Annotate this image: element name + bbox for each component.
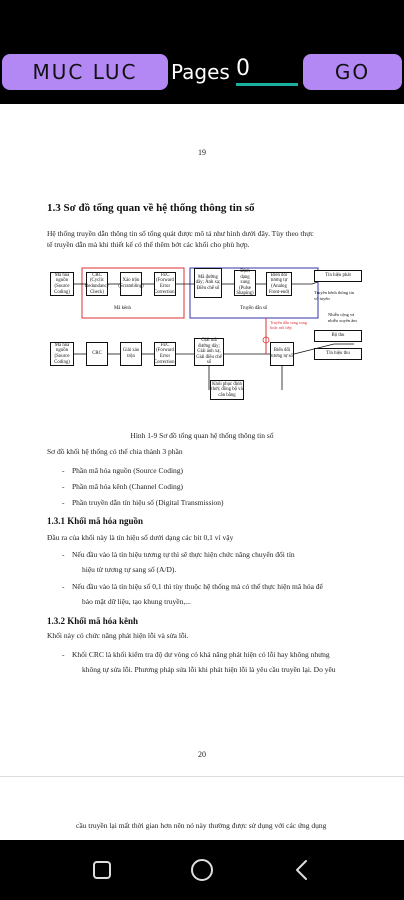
list-item-text: Phần mã hóa kênh (Channel Coding) [72,482,184,491]
rx-descrambling-block: Giải xáo trộn [120,342,142,366]
paragraph-line: Hệ thống truyền dẫn thông tin số tổng qu… [47,229,314,238]
status-bar [0,0,404,46]
recent-apps-icon[interactable] [88,856,116,884]
list-item: - Phần truyền dẫn tín hiệu số (Digital T… [62,498,224,507]
tx-modulation-block: Mã đường dây; Ánh xạ; Điều chế số [194,268,222,298]
list-item-text: Phần mã hóa nguồn (Source Coding) [72,466,184,475]
table-of-contents-button[interactable]: MUC LUC [2,54,168,90]
digital-transmission-label: Truyền dẫn số [240,306,268,311]
paragraph-line: Sơ đồ khối hệ thống có thể chia thành 3 … [47,447,183,456]
list-item: - Phần mã hóa nguồn (Source Coding) [62,466,184,475]
paragraph-line: hiệu từ tương tự sang số (A/D). [82,565,177,574]
channel-label: Truyền kênh thông tin vô tuyến [314,290,354,301]
channel-coding-label: Mã kênh [114,306,131,311]
subsection-title: 1.3.2 Khối mã hóa kênh [47,616,139,626]
paragraph-line: không tự sửa lỗi. Phương pháp sửa lỗi kh… [82,665,336,674]
rx-sync-block: Khôi phục định thời; đồng bộ và cân bằng [210,380,244,400]
page-input-underline [236,83,298,86]
paragraph-line: bảo mật dữ liệu, tạo khung truyền,... [82,597,191,606]
list-item: - Phần mã hóa kênh (Channel Coding) [62,482,184,491]
tx-analog-block: Biến đổi tương tự (Analog Front-end) [266,272,292,296]
list-item-text: Nếu đầu vào là tín hiệu tương tự thì sẽ … [72,550,295,559]
system-block-diagram: Mã hóa nguồn (Source Coding) CRC (Cyclic… [44,254,368,418]
subsection-title: 1.3.1 Khối mã hóa nguồn [47,516,144,526]
list-item-text: Nếu đầu vào là tín hiệu số 0,1 thì tùy t… [72,582,323,591]
rx-crc-block: CRC [86,342,108,366]
transmission-note: Truyền dẫn song song hoặc nối tiếp [270,320,307,330]
paragraph-line: Khối này có chức năng phát hiện lỗi và s… [47,631,189,640]
pages-label: Pages [171,60,230,84]
tx-fec-block: FEC (Forward Error Correction) [153,272,177,296]
receive-signal-block: Tín hiệu thu [314,348,362,360]
tx-scrambling-block: Xáo trộn (Scrambling) [118,272,144,296]
tx-crc-block: CRC (Cyclic Redundancy Check) [85,272,109,296]
transmit-signal-block: Tín hiệu phát [314,270,362,282]
page-number-value: 0 [236,56,250,81]
back-icon[interactable] [288,856,316,884]
list-item: - Khối CRC là khối kiểm tra độ dư vòng c… [62,650,330,659]
document-view[interactable]: 19 1.3 Sơ đồ tổng quan về hệ thống thông… [0,104,404,840]
paragraph-line: cầu truyền lại mất thời gian hơn nên nó … [76,821,327,830]
navigation-bar [0,840,404,900]
page-separator [0,776,404,777]
paragraph-line: Đầu ra của khối này là tín hiệu số dưới … [47,533,234,542]
page-number-input[interactable]: 0 [236,56,298,88]
section-title: 1.3 Sơ đồ tổng quan về hệ thống thông ti… [47,202,255,214]
paragraph-line: tế truyền dẫn mà khi thiết kế có thể thê… [47,240,250,249]
list-item-text: Phần truyền dẫn tín hiệu số (Digital Tra… [72,498,224,507]
reader-toolbar: MUC LUC Pages 0 GO [0,46,404,104]
receiver-block: Bộ thu [314,330,362,342]
list-item: - Nếu đầu vào là tín hiệu số 0,1 thì tùy… [62,582,323,591]
go-button[interactable]: GO [303,54,402,90]
tx-pulse-shaping-block: Định dạng xung (Pulse Shaping) [234,269,256,296]
rx-demodulation-block: Giải mã đường dây; Giải ánh xạ; Giải điề… [194,338,224,366]
tx-source-coding-block: Mã hóa nguồn (Source Coding) [50,272,74,296]
rx-analog-digital-block: Biến đổi tương tự số [270,342,294,366]
home-icon[interactable] [188,856,216,884]
list-item: - Nếu đầu vào là tín hiệu tương tự thì s… [62,550,295,559]
figure-caption: Hình 1-9 Sơ đồ tổng quan hệ thống thông … [130,431,274,440]
page-number: 20 [198,750,206,759]
rx-source-coding-block: Mã hóa nguồn (Source Coding) [50,342,74,366]
page-number: 19 [198,148,206,157]
rx-fec-block: FEC (Forward Error Correction) [153,342,177,366]
list-item-text: Khối CRC là khối kiểm tra độ dư vòng có … [72,650,330,659]
noise-label: Nhiễu cộng và nhiễu xuyên âm [328,312,357,323]
